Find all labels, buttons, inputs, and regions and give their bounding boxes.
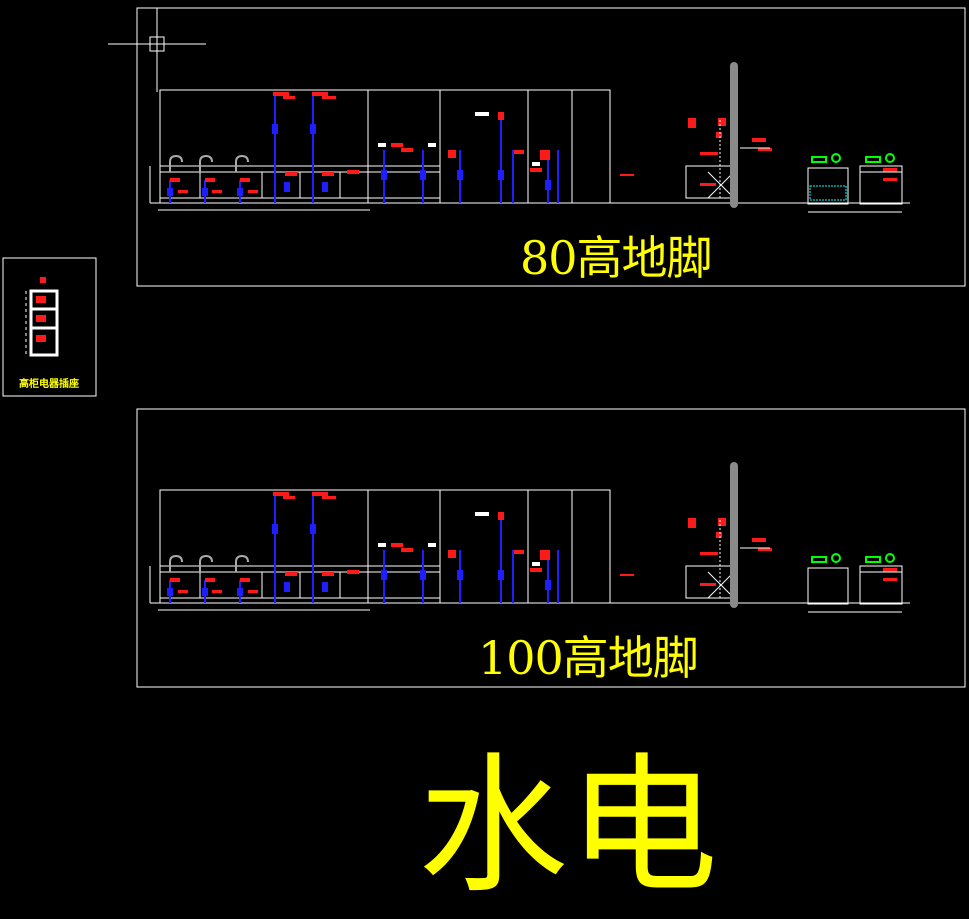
crosshair-icon [108,8,206,92]
panel-title-bottom: 100高地脚 [478,631,699,685]
legend-box [2,257,97,397]
basin-icon [809,185,847,201]
panel-frame-bottom [136,408,966,688]
legend-caption: 高柜电器插座 [19,379,79,390]
drawing-title: 水电 [418,740,719,914]
panel-title-top: 80高地脚 [520,231,713,285]
elevation-bottom-drawing [150,466,910,612]
elevation-top-drawing [150,66,910,212]
panel-frame-top [136,7,966,287]
